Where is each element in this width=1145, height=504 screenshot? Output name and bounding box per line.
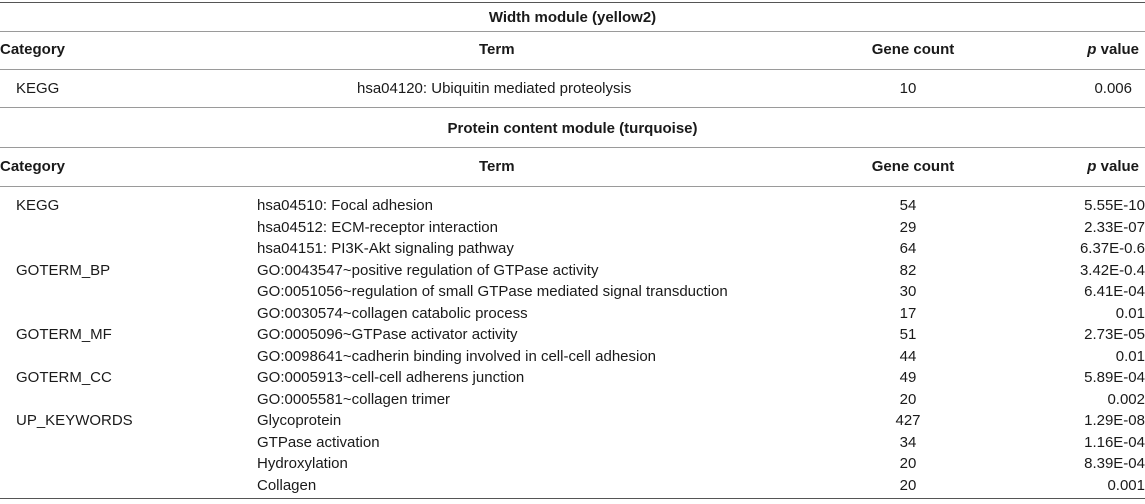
cell-term: Collagen <box>257 476 317 494</box>
table-row: GTPase activation 34 1.16E-04 <box>0 432 1145 453</box>
cell-p-value: 5.55E-10 <box>1084 197 1145 214</box>
cell-p-value: 0.002 <box>1107 390 1145 408</box>
cell-term: GO:0043547~positive regulation of GTPase… <box>257 261 599 279</box>
cell-gene-count: 34 <box>899 433 917 451</box>
table-row: KEGG hsa04510: Focal adhesion 54 5.55E-10 <box>0 195 1145 216</box>
cell-gene-count: 29 <box>899 218 917 236</box>
header-term: Term <box>479 41 515 58</box>
table-row: hsa04512: ECM-receptor interaction 29 2.33… <box>0 217 1145 238</box>
top-rule <box>0 2 1145 3</box>
table-row: GOTERM_CC GO:0005913~cell-cell adherens j… <box>0 367 1145 388</box>
cell-gene-count: 17 <box>899 304 917 322</box>
rule <box>0 31 1145 32</box>
cell-p-value: 0.001 <box>1107 476 1145 494</box>
cell-category: UP_KEYWORDS <box>16 412 133 429</box>
cell-p-value: 2.73E-05 <box>1084 326 1145 343</box>
cell-gene-count: 44 <box>899 347 917 365</box>
cell-p-value: 0.006 <box>1094 80 1132 97</box>
header-term: Term <box>479 158 515 175</box>
rule <box>0 186 1145 187</box>
cell-gene-count: 49 <box>899 369 917 386</box>
rule <box>0 147 1145 148</box>
cell-gene-count: 20 <box>899 476 917 494</box>
header-category: Category <box>0 41 66 58</box>
cell-p-value: 6.37E-0.6 <box>1079 240 1145 257</box>
cell-gene-count: 51 <box>899 326 917 343</box>
cell-term: GO:0030574~collagen catabolic process <box>257 304 528 322</box>
rule <box>0 107 1145 108</box>
header-gene-count: Gene count <box>871 41 955 58</box>
table-row: GO:0051056~regulation of small GTPase me… <box>0 281 1145 302</box>
table-row: KEGG hsa04120: Ubiquitin mediated proteo… <box>0 78 1145 99</box>
table-row: GOTERM_BP GO:0043547~positive regulation … <box>0 260 1145 281</box>
cell-gene-count: 30 <box>899 283 917 300</box>
header-gene-count: Gene count <box>871 158 955 175</box>
cell-category: KEGG <box>16 197 60 214</box>
cell-term: GO:0005913~cell-cell adherens junction <box>257 369 525 386</box>
cell-term: hsa04151: PI3K-Akt signaling pathway <box>257 240 514 257</box>
cell-p-value: 2.33E-07 <box>1084 218 1145 236</box>
cell-term: hsa04510: Focal adhesion <box>257 197 433 214</box>
table-row: GO:0098641~cadherin binding involved in … <box>0 346 1145 367</box>
cell-p-value: 6.41E-04 <box>1084 283 1145 300</box>
table-row: GO:0030574~collagen catabolic process 17 0… <box>0 303 1145 324</box>
table-row: GO:0005581~collagen trimer 20 0.002 <box>0 389 1145 410</box>
cell-gene-count: 20 <box>899 455 917 472</box>
section-title: Protein content module (turquoise) <box>447 120 698 137</box>
cell-p-value: 3.42E-0.4 <box>1079 261 1145 279</box>
table-row: Hydroxylation 20 8.39E-04 <box>0 453 1145 474</box>
cell-term: GO:0005581~collagen trimer <box>257 390 451 408</box>
cell-term: hsa04512: ECM-receptor interaction <box>257 218 498 236</box>
cell-category: GOTERM_MF <box>16 326 112 343</box>
cell-category: GOTERM_BP <box>16 261 111 279</box>
cell-p-value: 5.89E-04 <box>1084 369 1145 386</box>
cell-term: Glycoprotein <box>257 412 342 429</box>
header-category: Category <box>0 158 66 175</box>
cell-gene-count: 64 <box>899 240 917 257</box>
cell-p-value: 1.29E-08 <box>1084 412 1145 429</box>
table-row: Collagen 20 0.001 <box>0 475 1145 496</box>
cell-category: GOTERM_CC <box>16 369 112 386</box>
cell-gene-count: 20 <box>899 390 917 408</box>
cell-p-value: 1.16E-04 <box>1084 433 1145 451</box>
cell-p-value: 8.39E-04 <box>1084 455 1145 472</box>
cell-gene-count: 10 <box>899 80 917 97</box>
section-title: Width module (yellow2) <box>488 9 657 26</box>
table-row: GOTERM_MF GO:0005096~GTPase activator act… <box>0 324 1145 345</box>
cell-term: hsa04120: Ubiquitin mediated proteolysis <box>357 80 632 97</box>
cell-gene-count: 54 <box>899 197 917 214</box>
cell-p-value: 0.01 <box>1115 347 1145 365</box>
cell-gene-count: 82 <box>899 261 917 279</box>
table-row: UP_KEYWORDS Glycoprotein 427 1.29E-08 <box>0 410 1145 431</box>
cell-term: GTPase activation <box>257 433 380 451</box>
cell-term: GO:0005096~GTPase activator activity <box>257 326 518 343</box>
cell-gene-count: 427 <box>895 412 921 429</box>
rule <box>0 69 1145 70</box>
header-p-value: p value <box>1087 41 1139 58</box>
cell-category: KEGG <box>16 80 60 97</box>
table-row: hsa04151: PI3K-Akt signaling pathway 64 6.… <box>0 238 1145 259</box>
cell-term: GO:0098641~cadherin binding involved in … <box>257 347 657 365</box>
bottom-rule <box>0 498 1145 499</box>
cell-term: GO:0051056~regulation of small GTPase me… <box>257 283 728 300</box>
cell-term: Hydroxylation <box>257 455 348 472</box>
cell-p-value: 0.01 <box>1115 304 1145 322</box>
header-p-value: p value <box>1087 158 1139 175</box>
